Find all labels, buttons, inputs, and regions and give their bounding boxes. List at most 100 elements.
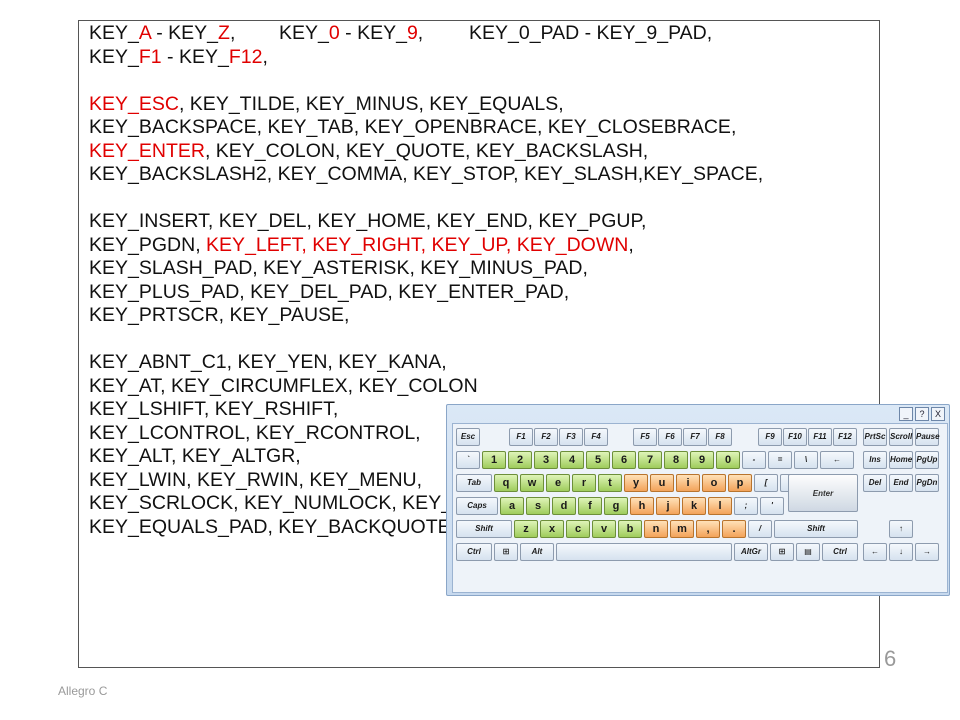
- key-symbol[interactable]: ←: [820, 451, 854, 469]
- key-symbol[interactable]: ;: [734, 497, 758, 515]
- key-symbol[interactable]: \: [794, 451, 818, 469]
- key-f11[interactable]: F11: [808, 428, 832, 446]
- key-esc[interactable]: Esc: [456, 428, 480, 446]
- key-shift[interactable]: Shift: [456, 520, 512, 538]
- key-q[interactable]: q: [494, 474, 518, 492]
- key-name-text: KEY_LWIN, KEY_RWIN, KEY_MENU,: [89, 468, 423, 491]
- key-f9[interactable]: F9: [758, 428, 782, 446]
- key-1[interactable]: 1: [482, 451, 506, 469]
- key-alt[interactable]: Alt: [520, 543, 554, 561]
- key-symbol[interactable]: `: [456, 451, 480, 469]
- key-enter[interactable]: Enter: [788, 474, 858, 512]
- key-f5[interactable]: F5: [633, 428, 657, 446]
- key-e[interactable]: e: [546, 474, 570, 492]
- key-scroll[interactable]: Scroll: [889, 428, 913, 446]
- key-k[interactable]: k: [682, 497, 706, 515]
- key-v[interactable]: v: [592, 520, 616, 538]
- key-symbol[interactable]: -: [742, 451, 766, 469]
- key-y[interactable]: y: [624, 474, 648, 492]
- key-p[interactable]: p: [728, 474, 752, 492]
- highlighted-key-name: F12: [228, 45, 263, 68]
- key-pause[interactable]: Pause: [915, 428, 940, 446]
- key-symbol[interactable]: ⊞: [494, 543, 518, 561]
- key-end[interactable]: End: [889, 474, 913, 492]
- key-f4[interactable]: F4: [584, 428, 608, 446]
- key-symbol[interactable]: ↓: [889, 543, 913, 561]
- key-o[interactable]: o: [702, 474, 726, 492]
- key-f7[interactable]: F7: [683, 428, 707, 446]
- key-f2[interactable]: F2: [534, 428, 558, 446]
- highlighted-key-name: Z: [218, 22, 230, 44]
- key-symbol[interactable]: ': [760, 497, 784, 515]
- key-name-text: KEY_INSERT, KEY_DEL, KEY_HOME, KEY_END, …: [89, 210, 647, 232]
- help-button[interactable]: ?: [915, 407, 929, 421]
- key-ctrl[interactable]: Ctrl: [822, 543, 858, 561]
- highlighted-key-name: KEY_ESC: [89, 92, 179, 115]
- key-symbol[interactable]: ↑: [889, 520, 913, 538]
- key-w[interactable]: w: [520, 474, 544, 492]
- key-symbol[interactable]: =: [768, 451, 792, 469]
- key-h[interactable]: h: [630, 497, 654, 515]
- key-3[interactable]: 3: [534, 451, 558, 469]
- key-symbol[interactable]: →: [915, 543, 939, 561]
- key-symbol[interactable]: /: [748, 520, 772, 538]
- key-caps[interactable]: Caps: [456, 497, 498, 515]
- key-0[interactable]: 0: [716, 451, 740, 469]
- key-shift[interactable]: Shift: [774, 520, 858, 538]
- key-f8[interactable]: F8: [708, 428, 732, 446]
- text-line: KEY_INSERT, KEY_DEL, KEY_HOME, KEY_END, …: [89, 210, 792, 234]
- key-8[interactable]: 8: [664, 451, 688, 469]
- key-a[interactable]: a: [500, 497, 524, 515]
- key-7[interactable]: 7: [638, 451, 662, 469]
- key-f3[interactable]: F3: [559, 428, 583, 446]
- close-button[interactable]: X: [931, 407, 945, 421]
- key-z[interactable]: z: [514, 520, 538, 538]
- key-f12[interactable]: F12: [833, 428, 857, 446]
- footer-text: Allegro C: [58, 684, 108, 698]
- key-t[interactable]: t: [598, 474, 622, 492]
- key-l[interactable]: l: [708, 497, 732, 515]
- key-g[interactable]: g: [604, 497, 628, 515]
- key-symbol[interactable]: ←: [863, 543, 887, 561]
- key-j[interactable]: j: [656, 497, 680, 515]
- key-ctrl[interactable]: Ctrl: [456, 543, 492, 561]
- key-r[interactable]: r: [572, 474, 596, 492]
- key-symbol[interactable]: ▤: [796, 543, 820, 561]
- key-f1[interactable]: F1: [509, 428, 533, 446]
- key-s[interactable]: s: [526, 497, 550, 515]
- key-symbol[interactable]: .: [722, 520, 746, 538]
- column-2: KEY_0 - KEY_9,: [279, 22, 469, 46]
- highlighted-key-name: 0: [328, 22, 340, 44]
- key-u[interactable]: u: [650, 474, 674, 492]
- key-f6[interactable]: F6: [658, 428, 682, 446]
- key-symbol[interactable]: ,: [696, 520, 720, 538]
- text-line: KEY_LCONTROL, KEY_RCONTROL,: [89, 422, 792, 446]
- key-pgup[interactable]: PgUp: [915, 451, 939, 469]
- key-space[interactable]: [556, 543, 732, 561]
- key-c[interactable]: c: [566, 520, 590, 538]
- key-tab[interactable]: Tab: [456, 474, 492, 492]
- key-9[interactable]: 9: [690, 451, 714, 469]
- key-i[interactable]: i: [676, 474, 700, 492]
- key-pgdn[interactable]: PgDn: [915, 474, 939, 492]
- key-d[interactable]: d: [552, 497, 576, 515]
- key-4[interactable]: 4: [560, 451, 584, 469]
- key-2[interactable]: 2: [508, 451, 532, 469]
- key-symbol[interactable]: ⊞: [770, 543, 794, 561]
- key-prtsc[interactable]: PrtSc: [863, 428, 887, 446]
- key-f[interactable]: f: [578, 497, 602, 515]
- key-f10[interactable]: F10: [783, 428, 807, 446]
- text-line: KEY_BACKSLASH2, KEY_COMMA, KEY_STOP, KEY…: [89, 163, 792, 187]
- minimize-button[interactable]: _: [899, 407, 913, 421]
- key-n[interactable]: n: [644, 520, 668, 538]
- key-m[interactable]: m: [670, 520, 694, 538]
- key-home[interactable]: Home: [889, 451, 913, 469]
- key-x[interactable]: x: [540, 520, 564, 538]
- key-ins[interactable]: Ins: [863, 451, 887, 469]
- key-altgr[interactable]: AltGr: [734, 543, 768, 561]
- key-6[interactable]: 6: [612, 451, 636, 469]
- key-b[interactable]: b: [618, 520, 642, 538]
- key-del[interactable]: Del: [863, 474, 887, 492]
- key-symbol[interactable]: [: [754, 474, 778, 492]
- key-5[interactable]: 5: [586, 451, 610, 469]
